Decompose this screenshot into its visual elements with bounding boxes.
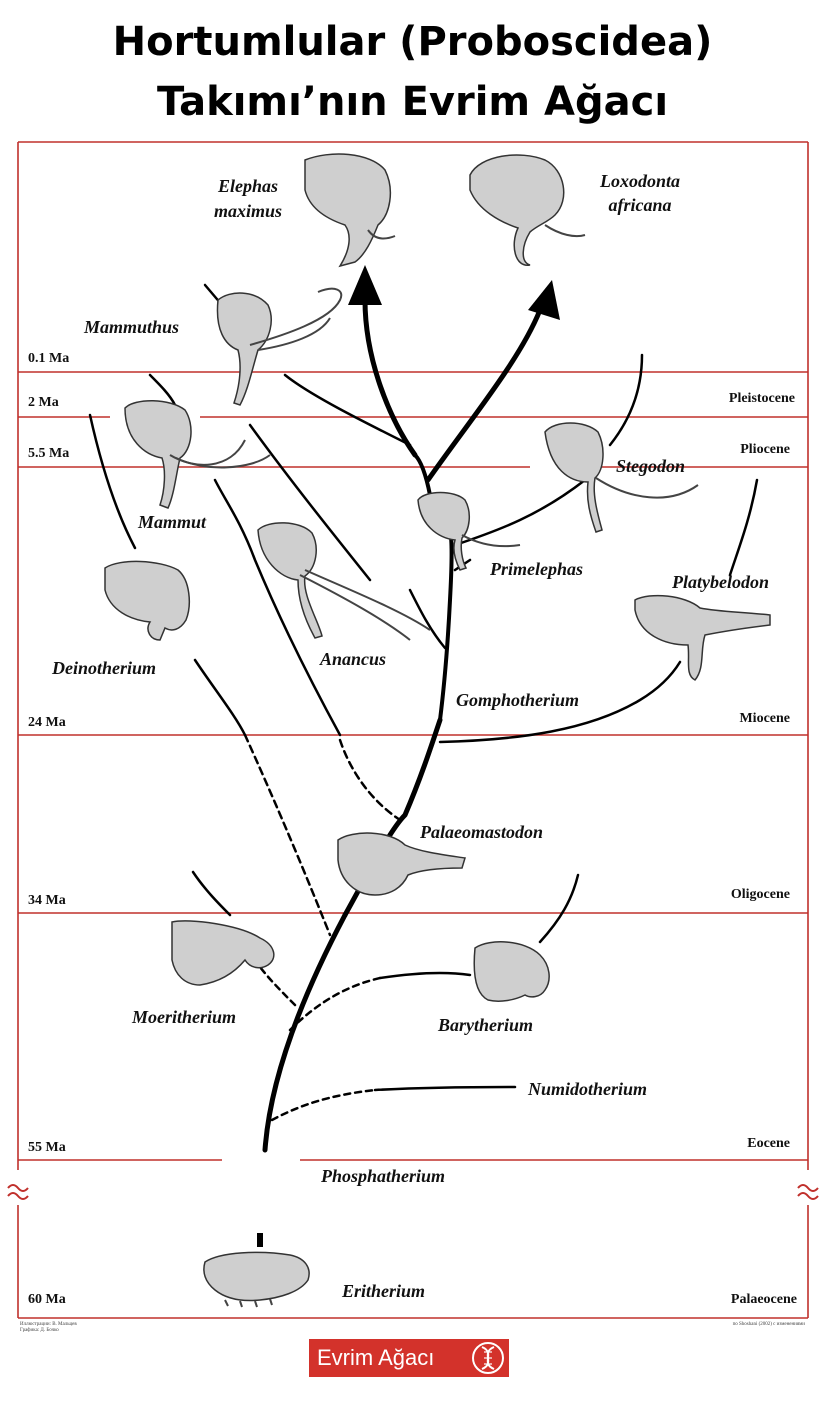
age-label-5-5: 5.5 Ma (28, 446, 69, 461)
evrim-agaci-logo: Evrim Ağacı (309, 1339, 509, 1377)
elephas-head-illustration (304, 153, 396, 268)
species-illustrations (104, 153, 771, 1308)
epoch-eocene: Eocene (747, 1136, 790, 1151)
mammuthus-head-illustration (216, 287, 343, 406)
credit-graphics: Графика: Д. Бочко (20, 1328, 59, 1333)
axis-break-left-icon (7, 1184, 29, 1192)
label-mammut: Mammut (137, 512, 207, 532)
label-mammuthus: Mammuthus (83, 317, 179, 337)
epoch-pliocene: Pliocene (740, 442, 790, 457)
label-eritherium: Eritherium (341, 1281, 425, 1301)
label-platybelodon: Platybelodon (671, 572, 769, 592)
label-barytherium: Barytherium (437, 1015, 533, 1035)
label-phosphatherium: Phosphatherium (320, 1166, 445, 1186)
axis-break-right-icon (797, 1184, 819, 1192)
label-moeritherium: Moeritherium (131, 1007, 236, 1027)
label-elephas-1: Elephas (217, 176, 278, 196)
epoch-miocene: Miocene (739, 711, 790, 726)
mammut-head-illustration (124, 400, 271, 509)
age-label-55: 55 Ma (28, 1140, 66, 1155)
eritherium-jaw-illustration (203, 1251, 310, 1308)
stegodon-head-illustration (544, 422, 699, 533)
label-gomphotherium: Gomphotherium (456, 690, 579, 710)
primelephas-head-illustration (417, 491, 521, 571)
deinotherium-head-illustration (104, 560, 191, 641)
label-loxodonta-1: Loxodonta (599, 171, 680, 191)
logo-text: Evrim Ağacı (317, 1345, 435, 1370)
age-label-34: 34 Ma (28, 893, 66, 908)
anancus-head-illustration (257, 522, 431, 641)
label-elephas-2: maximus (214, 201, 282, 221)
diagram-title-line-2: Takımı’nın Evrim Ağacı (156, 79, 669, 125)
epoch-oligocene: Oligocene (731, 887, 790, 902)
age-label-0-1: 0.1 Ma (28, 351, 69, 366)
label-numidotherium: Numidotherium (527, 1079, 647, 1099)
label-stegodon: Stegodon (616, 456, 685, 476)
credit-illustrator: Иллюстрации: В. Мальцев (20, 1322, 77, 1327)
barytherium-head-illustration (473, 941, 550, 1002)
palaeomastodon-head-illustration (337, 832, 466, 896)
arrow-elephas-icon (348, 265, 382, 305)
label-primelephas: Primelephas (489, 559, 583, 579)
age-label-2: 2 Ma (28, 395, 59, 410)
label-deinotherium: Deinotherium (51, 658, 156, 678)
arrow-loxodonta-icon (528, 280, 560, 320)
loxodonta-head-illustration (469, 154, 586, 266)
label-loxodonta-2: africana (609, 195, 672, 215)
epoch-palaeocene: Palaeocene (731, 1292, 797, 1307)
diagram-title-line-1: Hortumlular (Proboscidea) (112, 19, 713, 65)
epoch-pleistocene: Pleistocene (729, 391, 795, 406)
label-anancus: Anancus (319, 649, 386, 669)
label-palaeomastodon: Palaeomastodon (419, 822, 543, 842)
timeline-frame (7, 141, 819, 1319)
dna-helix-icon (472, 1342, 504, 1374)
time-lines (18, 371, 808, 1161)
tree-branches (88, 265, 759, 1247)
age-label-24: 24 Ma (28, 715, 66, 730)
platybelodon-head-illustration (634, 594, 771, 681)
moeritherium-head-illustration (171, 920, 275, 986)
age-label-60: 60 Ma (28, 1292, 66, 1307)
credit-source: по Shoshani (2002) с изменениями (733, 1322, 806, 1327)
